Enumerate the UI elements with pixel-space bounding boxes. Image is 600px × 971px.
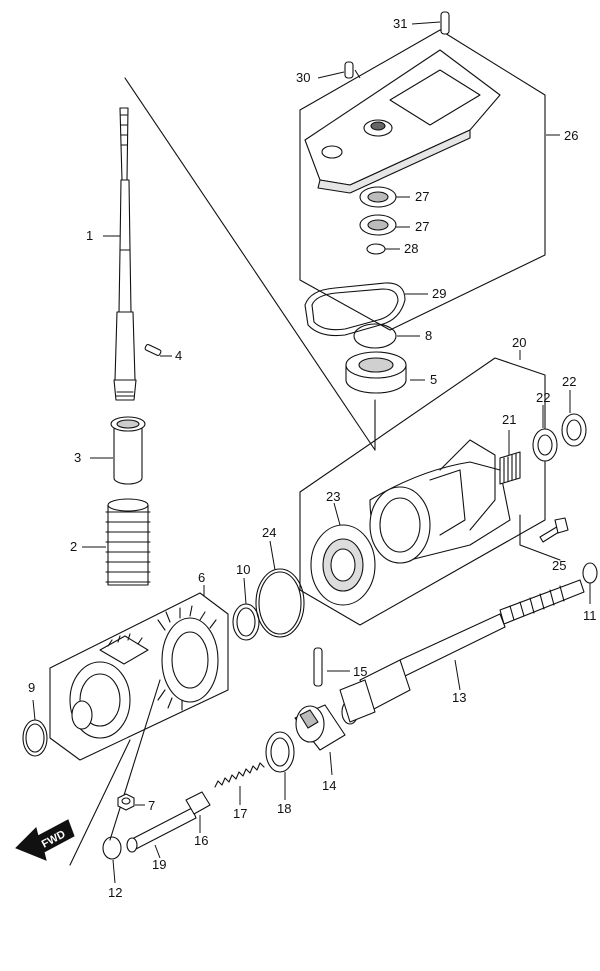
- gasket-29-inner: [311, 288, 399, 331]
- callout-15: 15: [353, 664, 367, 679]
- gear-group-6: [49, 592, 229, 761]
- ring-18-inner: [270, 737, 290, 767]
- callout-10: 10: [236, 562, 250, 577]
- key-4: [144, 344, 162, 356]
- cam-16: [185, 791, 211, 815]
- callout-9: 9: [28, 680, 35, 695]
- o-ring-24: [255, 568, 305, 638]
- oil-seal-27b-inner: [367, 219, 389, 231]
- guide-line-25: [519, 514, 561, 561]
- callout-16: 16: [194, 833, 208, 848]
- pin-30: [344, 61, 354, 79]
- case-cutout: [389, 69, 481, 126]
- callout-24: 24: [262, 525, 276, 540]
- ring-18: [265, 731, 295, 773]
- pin-15: [313, 647, 323, 687]
- callout-11: 11: [583, 608, 597, 623]
- case-plate-edge: [317, 129, 471, 194]
- o-ring-28: [366, 243, 386, 255]
- o-ring-8: [353, 323, 397, 349]
- callout-17: 17: [233, 806, 247, 821]
- callout-5: 5: [430, 372, 437, 387]
- bearing-5: [345, 351, 407, 394]
- callout-20: 20: [512, 335, 526, 350]
- callout-31: 31: [393, 16, 407, 31]
- oil-seal-27a-inner: [367, 191, 389, 203]
- circlip-11: [582, 562, 598, 584]
- group-frame-6: [49, 592, 229, 761]
- callout-27b: 27: [415, 219, 429, 234]
- water-pump-case-group: [299, 11, 546, 331]
- callout-13: 13: [452, 690, 466, 705]
- bolt-25: [539, 517, 569, 543]
- washer-12: [102, 836, 122, 860]
- nut-7-hole: [121, 797, 131, 805]
- guide-line-lower-a: [69, 739, 131, 866]
- callout-21: 21: [502, 412, 516, 427]
- callouts: 1 2 3 4 5 6 7 8 9 10 11 12 13 14 15 16 1…: [28, 16, 597, 900]
- callout-28: 28: [404, 241, 418, 256]
- callout-30: 30: [296, 70, 310, 85]
- case-boss-hole: [370, 121, 386, 131]
- clutch-dog-14: [294, 704, 346, 751]
- callout-12: 12: [108, 885, 122, 900]
- callout-7: 7: [148, 798, 155, 813]
- callout-26: 26: [564, 128, 578, 143]
- callout-27a: 27: [415, 189, 429, 204]
- callout-19: 19: [152, 857, 166, 872]
- shim-10-inner: [236, 607, 256, 637]
- group-frame-20: [299, 357, 546, 626]
- callout-1: 1: [86, 228, 93, 243]
- callout-25: 25: [552, 558, 566, 573]
- gasket-29: [304, 282, 406, 337]
- callout-4: 4: [175, 348, 182, 363]
- o-ring-24-inner: [258, 571, 302, 635]
- gear-case-group-20: [299, 357, 587, 626]
- callout-8: 8: [425, 328, 432, 343]
- group-frame-26: [299, 29, 546, 331]
- guide-line-lower-b: [109, 679, 161, 841]
- callout-22a: 22: [536, 390, 550, 405]
- sleeve-3: [110, 416, 146, 485]
- nut-7: [117, 793, 135, 811]
- callout-6: 6: [198, 570, 205, 585]
- drive-shaft-1: [113, 107, 137, 401]
- spring-17: [214, 762, 265, 788]
- forward-direction-arrow: FWD: [15, 819, 75, 861]
- callout-2: 2: [70, 539, 77, 554]
- callout-23: 23: [326, 489, 340, 504]
- propeller-shaft-13: [339, 579, 585, 725]
- pin-31: [440, 11, 450, 35]
- shim-9: [22, 719, 48, 757]
- callout-18: 18: [277, 801, 291, 816]
- case-port: [321, 145, 343, 159]
- callout-22b: 22: [562, 374, 576, 389]
- shim-9-inner: [25, 723, 45, 753]
- callout-14: 14: [322, 778, 336, 793]
- shift-rod-19: [126, 807, 197, 853]
- guide-line-upper: [124, 77, 376, 451]
- bellows-2: [105, 498, 151, 586]
- leader-lines: [32, 21, 591, 884]
- callout-3: 3: [74, 450, 81, 465]
- callout-29: 29: [432, 286, 446, 301]
